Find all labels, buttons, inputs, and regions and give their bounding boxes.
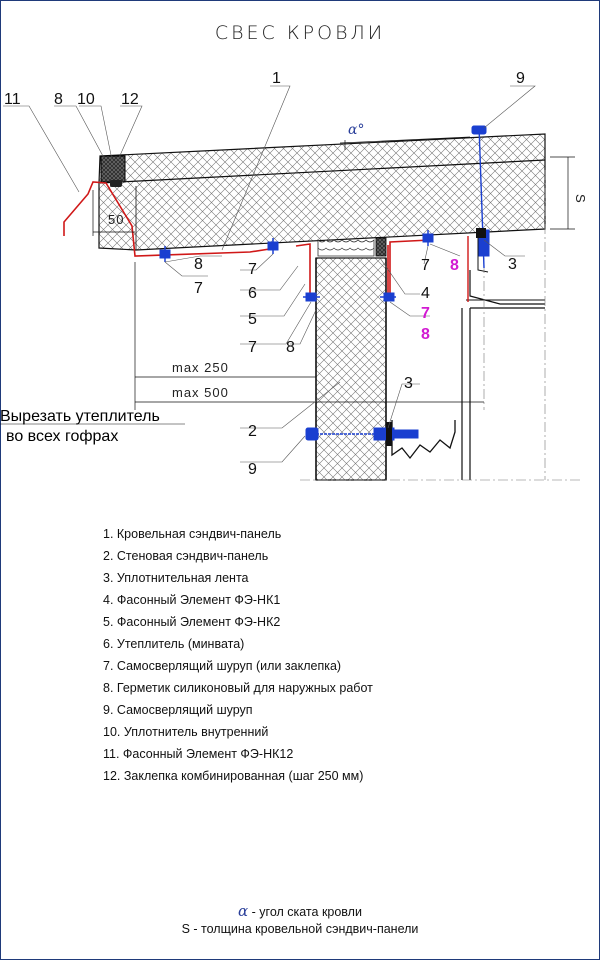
callout-7-left: 7	[194, 280, 203, 297]
cut-insulation-note: Вырезать утеплитель во всех гофрах	[0, 408, 160, 445]
legend-item: 3. Уплотнительная лента	[103, 571, 249, 585]
sealing-tape-wall	[386, 422, 392, 446]
callout-7-mid: 7	[248, 261, 257, 278]
dim-max-250: max 250	[172, 360, 229, 375]
slope-angle: α°	[339, 122, 471, 150]
screw-7-c	[303, 292, 320, 302]
callout-8-left: 8	[194, 256, 203, 273]
screw-7-a	[159, 246, 171, 262]
flashing-fe-nk12	[63, 181, 277, 257]
footnote: α - угол ската кровли S - толщина кровел…	[0, 903, 600, 938]
callout-5: 5	[248, 311, 257, 328]
callout-4: 4	[421, 285, 430, 302]
legend-item: 6. Утеплитель (минвата)	[103, 637, 245, 651]
footnote-alpha-line: α - угол ската кровли	[0, 903, 600, 921]
callout-11: 11	[4, 91, 21, 108]
alpha-text: - угол ската кровли	[248, 905, 362, 919]
callout-2: 2	[248, 423, 257, 440]
legend-item: 4. Фасонный Элемент ФЭ-НК1	[103, 593, 281, 607]
callout-8-magenta-top: 8	[450, 257, 459, 274]
mineral-wool	[317, 237, 387, 257]
screw-wall-long	[305, 427, 419, 441]
callout-numbers: 11 8 10 12 1 9 8 7 7 6 5 7 8 7 8 4 7 8 3…	[4, 70, 525, 478]
thickness-label: S	[573, 194, 588, 204]
angle-label: α°	[348, 122, 364, 138]
dim-50: 50	[108, 212, 124, 227]
legend-item: 1. Кровельная сэндвич-панель	[103, 527, 282, 541]
legend-item: 2. Стеновая сэндвич-панель	[103, 549, 269, 563]
callout-1: 1	[272, 70, 281, 87]
sealing-tape-roof	[476, 228, 486, 238]
alpha-symbol: α	[238, 902, 249, 920]
leader-lines	[3, 85, 536, 463]
screw-7-e	[422, 230, 434, 246]
callout-10: 10	[77, 91, 95, 108]
wall-sandwich-panel	[315, 257, 387, 481]
callout-8-lower: 8	[286, 339, 295, 356]
thickness-dimension: S	[550, 156, 588, 230]
steel-frame	[391, 232, 545, 480]
callout-8-magenta: 8	[421, 326, 430, 343]
legend-item: 12. Заклепка комбинированная (шаг 250 мм…	[103, 769, 364, 783]
legend-item: 8. Герметик силиконовый для наружных раб…	[103, 681, 373, 695]
legend-item: 5. Фасонный Элемент ФЭ-НК2	[103, 615, 281, 629]
callout-7-right: 7	[421, 257, 430, 274]
internal-seal	[100, 155, 126, 187]
cut-note-line1: Вырезать утеплитель	[0, 408, 160, 425]
screw-7-d	[380, 292, 396, 302]
callout-3-wall: 3	[404, 375, 413, 392]
callout-12: 12	[121, 91, 139, 108]
callout-7-magenta: 7	[421, 305, 430, 322]
footnote-s-line: S - толщина кровельной сэндвич-панели	[181, 922, 419, 936]
legend-item: 7. Самосверлящий шуруп (или заклепка)	[103, 659, 342, 673]
callout-7-lower: 7	[248, 339, 257, 356]
callout-9-top: 9	[516, 70, 525, 87]
legend-item: 10. Уплотнитель внутренний	[103, 725, 269, 739]
drawing-title: СВЕС КРОВЛИ	[214, 22, 386, 44]
callout-9-wall: 9	[248, 461, 257, 478]
legend-list: 1. Кровельная сэндвич-панель 2. Стеновая …	[103, 524, 373, 788]
callout-3-right: 3	[508, 256, 517, 273]
screw-7-b	[267, 238, 279, 254]
cut-note-line2: во всех гофрах	[6, 428, 118, 445]
dimension-lines: 50 max 250 max 500	[0, 190, 484, 425]
legend-item: 11. Фасонный Элемент ФЭ-НК12	[103, 747, 294, 761]
dim-max-500: max 500	[172, 385, 229, 400]
fasteners	[159, 125, 490, 441]
callout-6: 6	[248, 285, 257, 302]
flashing-fe-nk2	[295, 243, 317, 299]
center-lines	[300, 170, 580, 481]
legend-item: 9. Самосверлящий шуруп	[103, 703, 253, 717]
callout-8-top: 8	[54, 91, 63, 108]
